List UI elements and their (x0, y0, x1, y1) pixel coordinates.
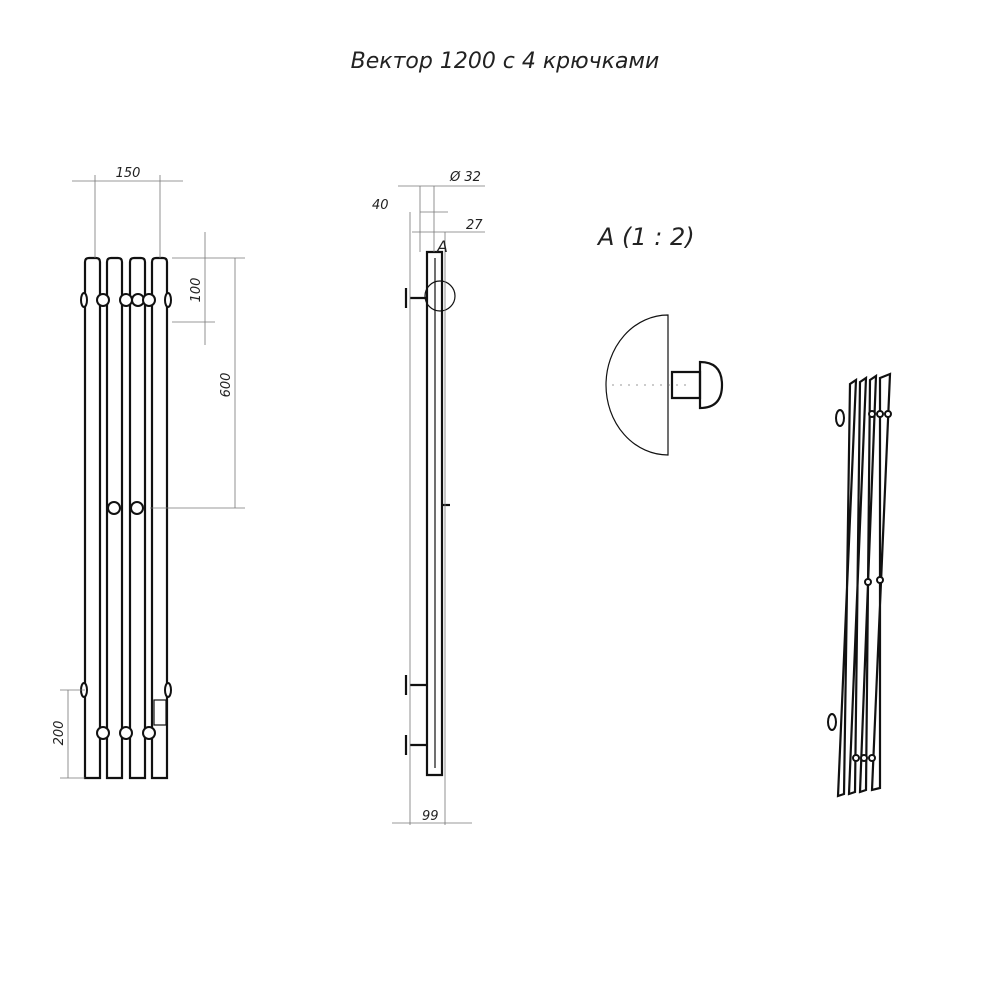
detail-label: A (1 : 2) (596, 223, 695, 251)
drawing-title: Вектор 1200 с 4 крючками (351, 49, 660, 74)
dim-offset: 40 (372, 198, 389, 213)
dim-depth: 99 (422, 809, 439, 824)
isometric-view (827, 372, 892, 798)
dim-hook-spacing: 600 (219, 373, 234, 398)
detail-marker: A (436, 237, 448, 256)
detail-a-callout (424, 280, 456, 312)
dim-width: 150 (116, 166, 141, 181)
dim-tube: 27 (466, 218, 483, 233)
dim-bottom-hook: 200 (52, 721, 67, 746)
hooks (80, 292, 172, 740)
front-view: 150 100 600 200 (52, 166, 245, 780)
heater-control-box (153, 699, 167, 726)
side-view: Ø 32 40 27 A 99 (372, 170, 485, 825)
tubes (83, 256, 169, 780)
dim-top-hook: 100 (189, 278, 204, 303)
detail-a: A (1 : 2) (596, 223, 724, 456)
dim-diameter: Ø 32 (449, 170, 481, 185)
